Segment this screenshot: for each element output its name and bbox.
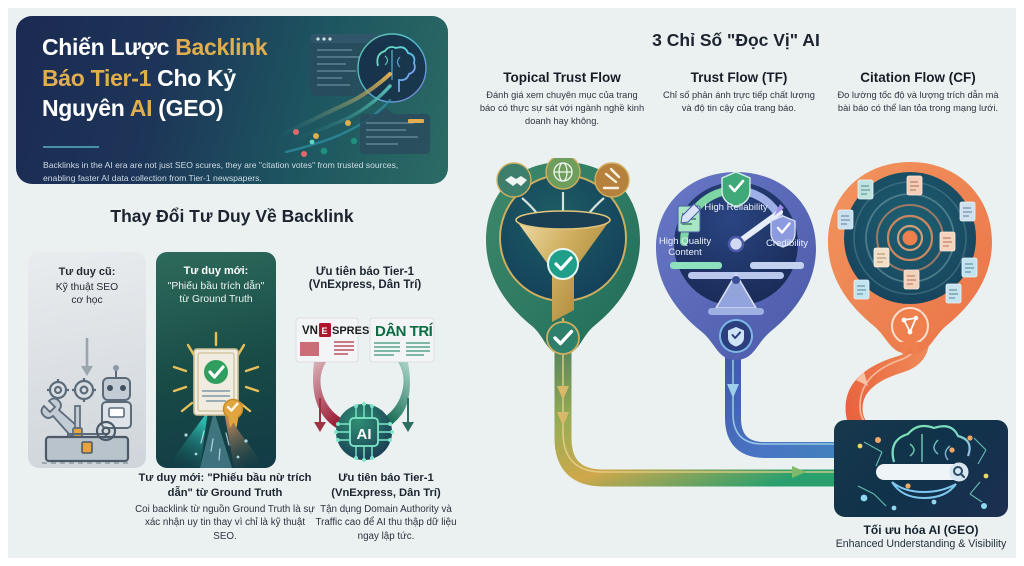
metric-1-desc: Đánh giá xem chuyên mục của trang báo có… <box>479 90 645 127</box>
card-new-mindset-body: "Phiếu bầu trích dẫn" từ Ground Truth <box>167 280 265 306</box>
gauge-label-high-reliability: High Reliability <box>704 202 768 213</box>
right-panel: 3 Chỉ Số "Đọc Vị" AI <box>456 8 1016 558</box>
card-old-mindset-heading: Tư duy cũ: <box>58 266 116 278</box>
metric-topical-trust-flow: Topical Trust Flow Đánh giá xem chuyên m… <box>472 70 652 129</box>
gauge-label-high-quality: High Quality <box>659 236 711 247</box>
metric-citation-flow: Citation Flow (CF) Đo lường tốc độ và lư… <box>828 70 1008 115</box>
shield-check-top-icon <box>721 171 751 208</box>
brain-search-illustration <box>857 424 989 511</box>
geo-title: Tối ưu hóa AI (GEO) <box>863 523 979 537</box>
svg-text:AI: AI <box>357 426 372 443</box>
funnel-filter-illustration <box>486 158 640 355</box>
hero-divider-rule <box>43 146 99 148</box>
card-old-mindset-body: Kỹ thuật SEO cơ học <box>55 281 119 306</box>
gauge-scale-illustration: High Reliability High Quality Content Cr… <box>656 171 816 360</box>
geo-result-box <box>834 420 1008 517</box>
hero-title: Chiến Lược Backlink Báo Tier-1 Cho Kỷ Ng… <box>42 32 312 124</box>
certificate-seal-icon <box>166 331 266 468</box>
card-new-mindset: Tư duy mới: "Phiếu bầu trích dẫn" từ Gro… <box>156 252 276 468</box>
card-tier1-priority: Ưu tiên báo Tier-1 (VnExpress, Dân Trí) <box>290 252 440 468</box>
metric-2-title: Trust Flow (TF) <box>690 70 788 85</box>
geo-caption: Tối ưu hóa AI (GEO) Enhanced Understandi… <box>822 523 1016 550</box>
hero-illustration <box>282 33 430 157</box>
caption-new-mindset: Tư duy mới: "Phiếu bầu nừ trích dẫn" từ … <box>132 471 318 543</box>
document-node-icon <box>837 175 978 304</box>
radar-ripple-illustration <box>828 162 992 355</box>
mindset-cards: Tư duy cũ: Kỹ thuật SEO cơ học <box>28 252 440 468</box>
hero-title-line3-b: AI <box>129 95 153 122</box>
caption-new-mindset-body: Coi backlink từ nguồn Ground Truth là sự… <box>135 504 315 542</box>
svg-text:DÂN TRÍ: DÂN TRÍ <box>375 322 434 340</box>
gears-robot-toolbox-icon <box>40 338 132 464</box>
metric-trust-flow: Trust Flow (TF) Chỉ số phản ánh trực tiế… <box>654 70 824 115</box>
shield-check-right-icon <box>770 215 796 248</box>
card-tier1-heading: Ưu tiên báo Tier-1 <box>315 266 415 278</box>
svg-text:E: E <box>322 326 328 336</box>
network-share-icon <box>901 315 919 335</box>
robot-icon <box>101 365 132 429</box>
vnexpress-dantri-ai-flow-icon: VN E SPRESS DÂN TRÍ <box>295 317 435 462</box>
hero-title-line1-b: Backlink <box>175 34 268 60</box>
svg-text:Content: Content <box>668 247 702 258</box>
hero-title-line3-a: Nguyên <box>42 95 130 122</box>
card-tier1-subheading: (VnExpress, Dân Trí) <box>308 279 422 292</box>
svg-text:SPRESS: SPRESS <box>332 325 377 337</box>
hero-banner: Chiến Lược Backlink Báo Tier-1 Cho Kỷ Ng… <box>16 16 448 184</box>
hero-subtitle: Backlinks in the AI era are not just SEO… <box>43 160 399 184</box>
card-old-mindset: Tư duy cũ: Kỹ thuật SEO cơ học <box>28 252 146 468</box>
caption-tier1: Ưu tiên báo Tier-1 (VnExpress, Dân Trí) … <box>306 471 456 543</box>
right-section-heading: 3 Chỉ Số "Đọc Vị" AI <box>652 30 820 50</box>
card-new-mindset-heading: Tư duy mới: <box>183 265 249 277</box>
left-section-heading: Thay Đổi Tư Duy Về Backlink <box>110 206 354 226</box>
caption-new-mindset-heading: Tư duy mới: "Phiếu bầu nừ trích dẫn" từ … <box>138 472 312 499</box>
geo-subtitle: Enhanced Understanding & Visibility <box>835 538 1007 550</box>
left-panel: Chiến Lược Backlink Báo Tier-1 Cho Kỷ Ng… <box>8 8 456 558</box>
metric-2-desc: Chỉ số phản ánh trực tiếp chất lượng và … <box>663 90 815 114</box>
hero-title-line3-c: (GEO) <box>152 95 224 122</box>
hero-title-line1-a: Chiến Lược <box>42 34 176 60</box>
svg-text:VN: VN <box>302 325 318 337</box>
document-edit-icon <box>677 203 701 233</box>
hero-title-line2-b: Cho Kỷ <box>151 64 236 91</box>
caption-tier1-body: Tận dụng Domain Authority và Traffic cao… <box>315 504 456 542</box>
metric-1-title: Topical Trust Flow <box>503 70 621 85</box>
metric-3-title: Citation Flow (CF) <box>860 70 976 85</box>
gauge-label-credibility: Credibility <box>766 238 808 249</box>
caption-tier1-heading: Ưu tiên báo Tier-1 (VnExpress, Dân Trí) <box>331 472 441 499</box>
hero-title-line2-a: Báo Tier-1 <box>42 64 152 91</box>
globe-icon <box>545 158 581 190</box>
metric-3-desc: Đo lường tốc độ và lượng trích dẫn mà bà… <box>837 90 999 114</box>
